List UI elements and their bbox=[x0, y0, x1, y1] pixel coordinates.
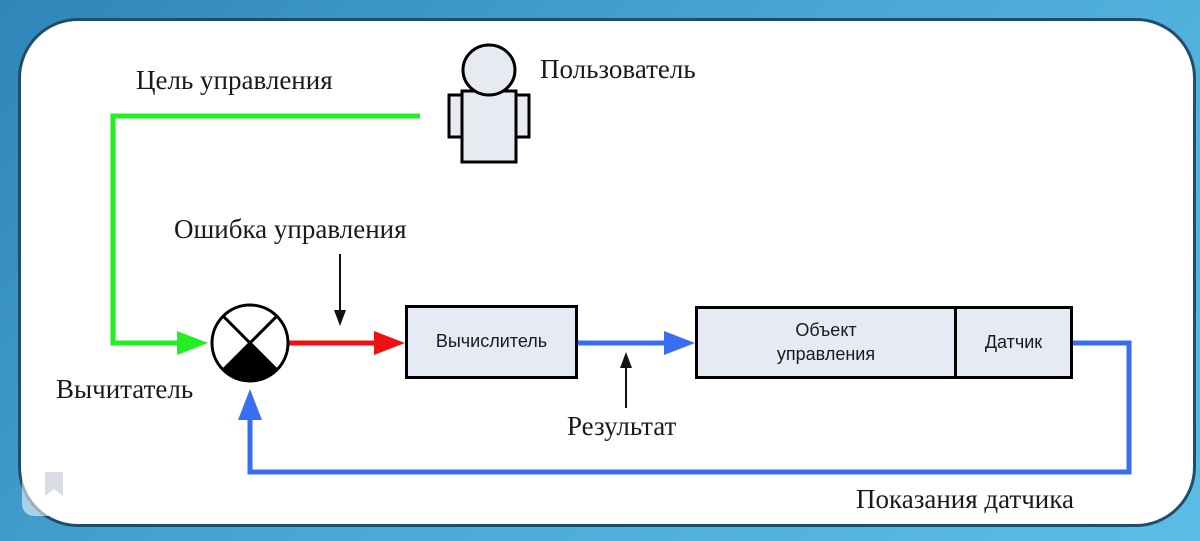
sensor-readings-label: Показания датчика bbox=[856, 484, 1074, 514]
bookmark-button[interactable] bbox=[22, 452, 86, 516]
computer-block-label: Вычислитель bbox=[435, 331, 548, 352]
summing-junction-icon bbox=[210, 303, 290, 383]
control-object-block-label: Объект управления bbox=[776, 320, 876, 364]
error-arrowhead bbox=[374, 331, 405, 355]
computer-block: Вычислитель bbox=[405, 305, 578, 379]
feedback-line bbox=[247, 340, 1132, 475]
result-arrowhead bbox=[664, 331, 695, 355]
error-label: Ошибка управления bbox=[174, 214, 407, 244]
goal-line bbox=[110, 113, 420, 346]
subtractor-label: Вычитатель bbox=[56, 374, 194, 404]
goal-label: Цель управления bbox=[136, 65, 333, 95]
bookmark-icon bbox=[45, 472, 63, 496]
sensor-block-label: Датчик bbox=[984, 331, 1043, 352]
person-icon bbox=[447, 43, 531, 164]
goal-arrowhead bbox=[177, 331, 208, 355]
result-label: Результат bbox=[567, 411, 677, 441]
control-object-block: Объект управления bbox=[695, 306, 957, 379]
feedback-arrowhead bbox=[238, 389, 262, 420]
sensor-block: Датчик bbox=[954, 306, 1073, 379]
user-label: Пользователь bbox=[540, 54, 696, 84]
slide-card bbox=[18, 18, 1196, 527]
error-pointer-head bbox=[334, 310, 346, 326]
result-pointer-head bbox=[620, 352, 632, 368]
